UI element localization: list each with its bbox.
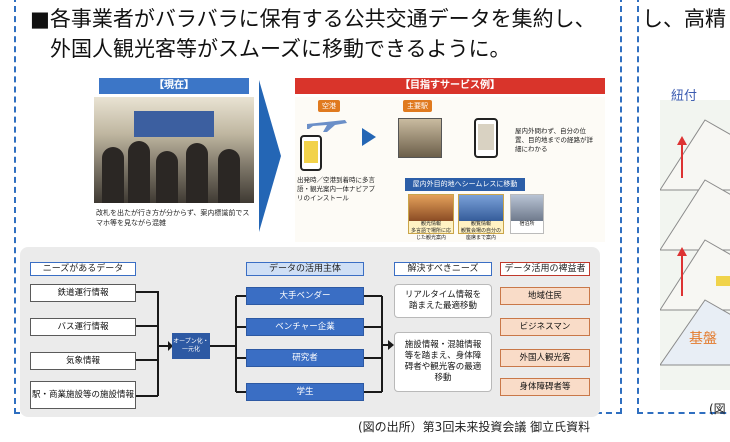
tile-image bbox=[511, 195, 543, 221]
needs-item-weather: 気象情報 bbox=[30, 352, 136, 370]
layer-stack-graphic bbox=[659, 119, 730, 366]
tile-hotel: 宿泊所 bbox=[510, 194, 544, 234]
airplane-icon bbox=[307, 120, 347, 132]
needs-item-facilities: 駅・商業施設等の施設情報 bbox=[30, 381, 136, 409]
tile-image bbox=[459, 195, 503, 221]
actor-big-vendor: 大手ベンダー bbox=[246, 287, 364, 305]
phone-caption: 出発時／空港到着時に多言語・観光案内一体ナビアプリのインストール bbox=[297, 176, 375, 202]
actor-venture: ベンチャー企業 bbox=[246, 318, 364, 336]
tile-text: 多言語で場所に応じた観光案内 bbox=[410, 228, 451, 241]
headline: ■各事業者がバラバラに保有する公共交通データを集約し、 外国人観光客等がスムーズ… bbox=[30, 4, 620, 64]
tile-viewing: 観覧情報 観覧会場の自分の座席まで案内 bbox=[458, 194, 504, 241]
tag-airport: 空港 bbox=[318, 100, 340, 112]
layered-map-fragment bbox=[659, 100, 730, 390]
issues-header: 解決すべきニーズ bbox=[394, 262, 492, 276]
person-silhouette bbox=[128, 141, 150, 203]
tile-title: 観光情報 bbox=[420, 221, 441, 227]
needs-item-bus: バス運行情報 bbox=[30, 318, 136, 336]
right-source-fragment: (図 bbox=[709, 402, 726, 416]
seamless-banner: 屋内外目的地へシームレスに移動 bbox=[405, 178, 525, 191]
goal-label: 【目指すサービス例】 bbox=[295, 78, 605, 94]
person-silhouette bbox=[156, 151, 178, 203]
beneficiary-business: ビジネスマン bbox=[500, 318, 590, 336]
beneficiary-disabled: 身体障碍者等 bbox=[500, 378, 590, 396]
tile-title: 観覧情報 bbox=[470, 221, 491, 227]
right-label-base: 基盤 bbox=[689, 331, 717, 347]
transition-chevron-icon bbox=[259, 80, 281, 232]
actors-header: データの活用主体 bbox=[246, 262, 364, 276]
indoor-caption: 屋内外問わず、自分の位置、目的地までの経路が詳細にわかる bbox=[515, 127, 593, 153]
phone-screen bbox=[304, 141, 318, 163]
source-note: (図の出所）第3回未来投資会議 御立氏資料 bbox=[358, 420, 591, 434]
tile-sightseeing: 観光情報 多言語で場所に応じた観光案内 bbox=[408, 194, 454, 241]
current-caption: 改札を出たが行き方が分からず、案内標識前でスマホ等を見ながら混雑 bbox=[96, 209, 250, 227]
actor-student: 学生 bbox=[246, 383, 364, 401]
station-sign-board bbox=[134, 111, 214, 137]
actor-researcher: 研究者 bbox=[246, 349, 364, 367]
smartphone-icon bbox=[300, 135, 322, 171]
current-label: 【現在】 bbox=[99, 78, 249, 94]
right-label-link: 紐付 bbox=[671, 89, 698, 104]
issue-facility-congestion: 施設情報・混雑情報等を踏まえ、身体障碍者や観光客の最適移動 bbox=[394, 332, 492, 392]
open-unify-box: オープン化・一元化 bbox=[172, 333, 210, 359]
person-silhouette bbox=[218, 149, 240, 203]
indoor-nav-phone-icon bbox=[474, 118, 498, 158]
headline-line-1: ■各事業者がバラバラに保有する公共交通データを集約し、 bbox=[30, 7, 596, 31]
issue-realtime: リアルタイム情報を踏まえた最適移動 bbox=[394, 284, 492, 318]
phone-screen bbox=[478, 124, 494, 150]
person-silhouette bbox=[102, 147, 124, 203]
arrow-right-icon bbox=[362, 128, 376, 146]
indoor-photo bbox=[398, 118, 442, 158]
needs-data-header: ニーズがあるデータ bbox=[30, 262, 136, 276]
beneficiary-residents: 地域住民 bbox=[500, 287, 590, 305]
person-silhouette bbox=[186, 143, 208, 203]
tile-image bbox=[409, 195, 453, 221]
needs-item-rail: 鉄道運行情報 bbox=[30, 284, 136, 302]
tag-station: 主要駅 bbox=[403, 100, 432, 112]
tile-title: 宿泊所 bbox=[519, 221, 535, 227]
tile-text: 観覧会場の自分の座席まで案内 bbox=[460, 228, 501, 241]
station-crowd-photo bbox=[94, 97, 254, 203]
beneficiary-tourists: 外国人観光客 bbox=[500, 349, 590, 367]
beneficiaries-header: データ活用の裨益者 bbox=[500, 262, 590, 276]
headline-line-2: 外国人観光客等がスムーズに移動できるように。 bbox=[50, 37, 511, 61]
right-headline-fragment: し、高精 bbox=[642, 7, 726, 31]
